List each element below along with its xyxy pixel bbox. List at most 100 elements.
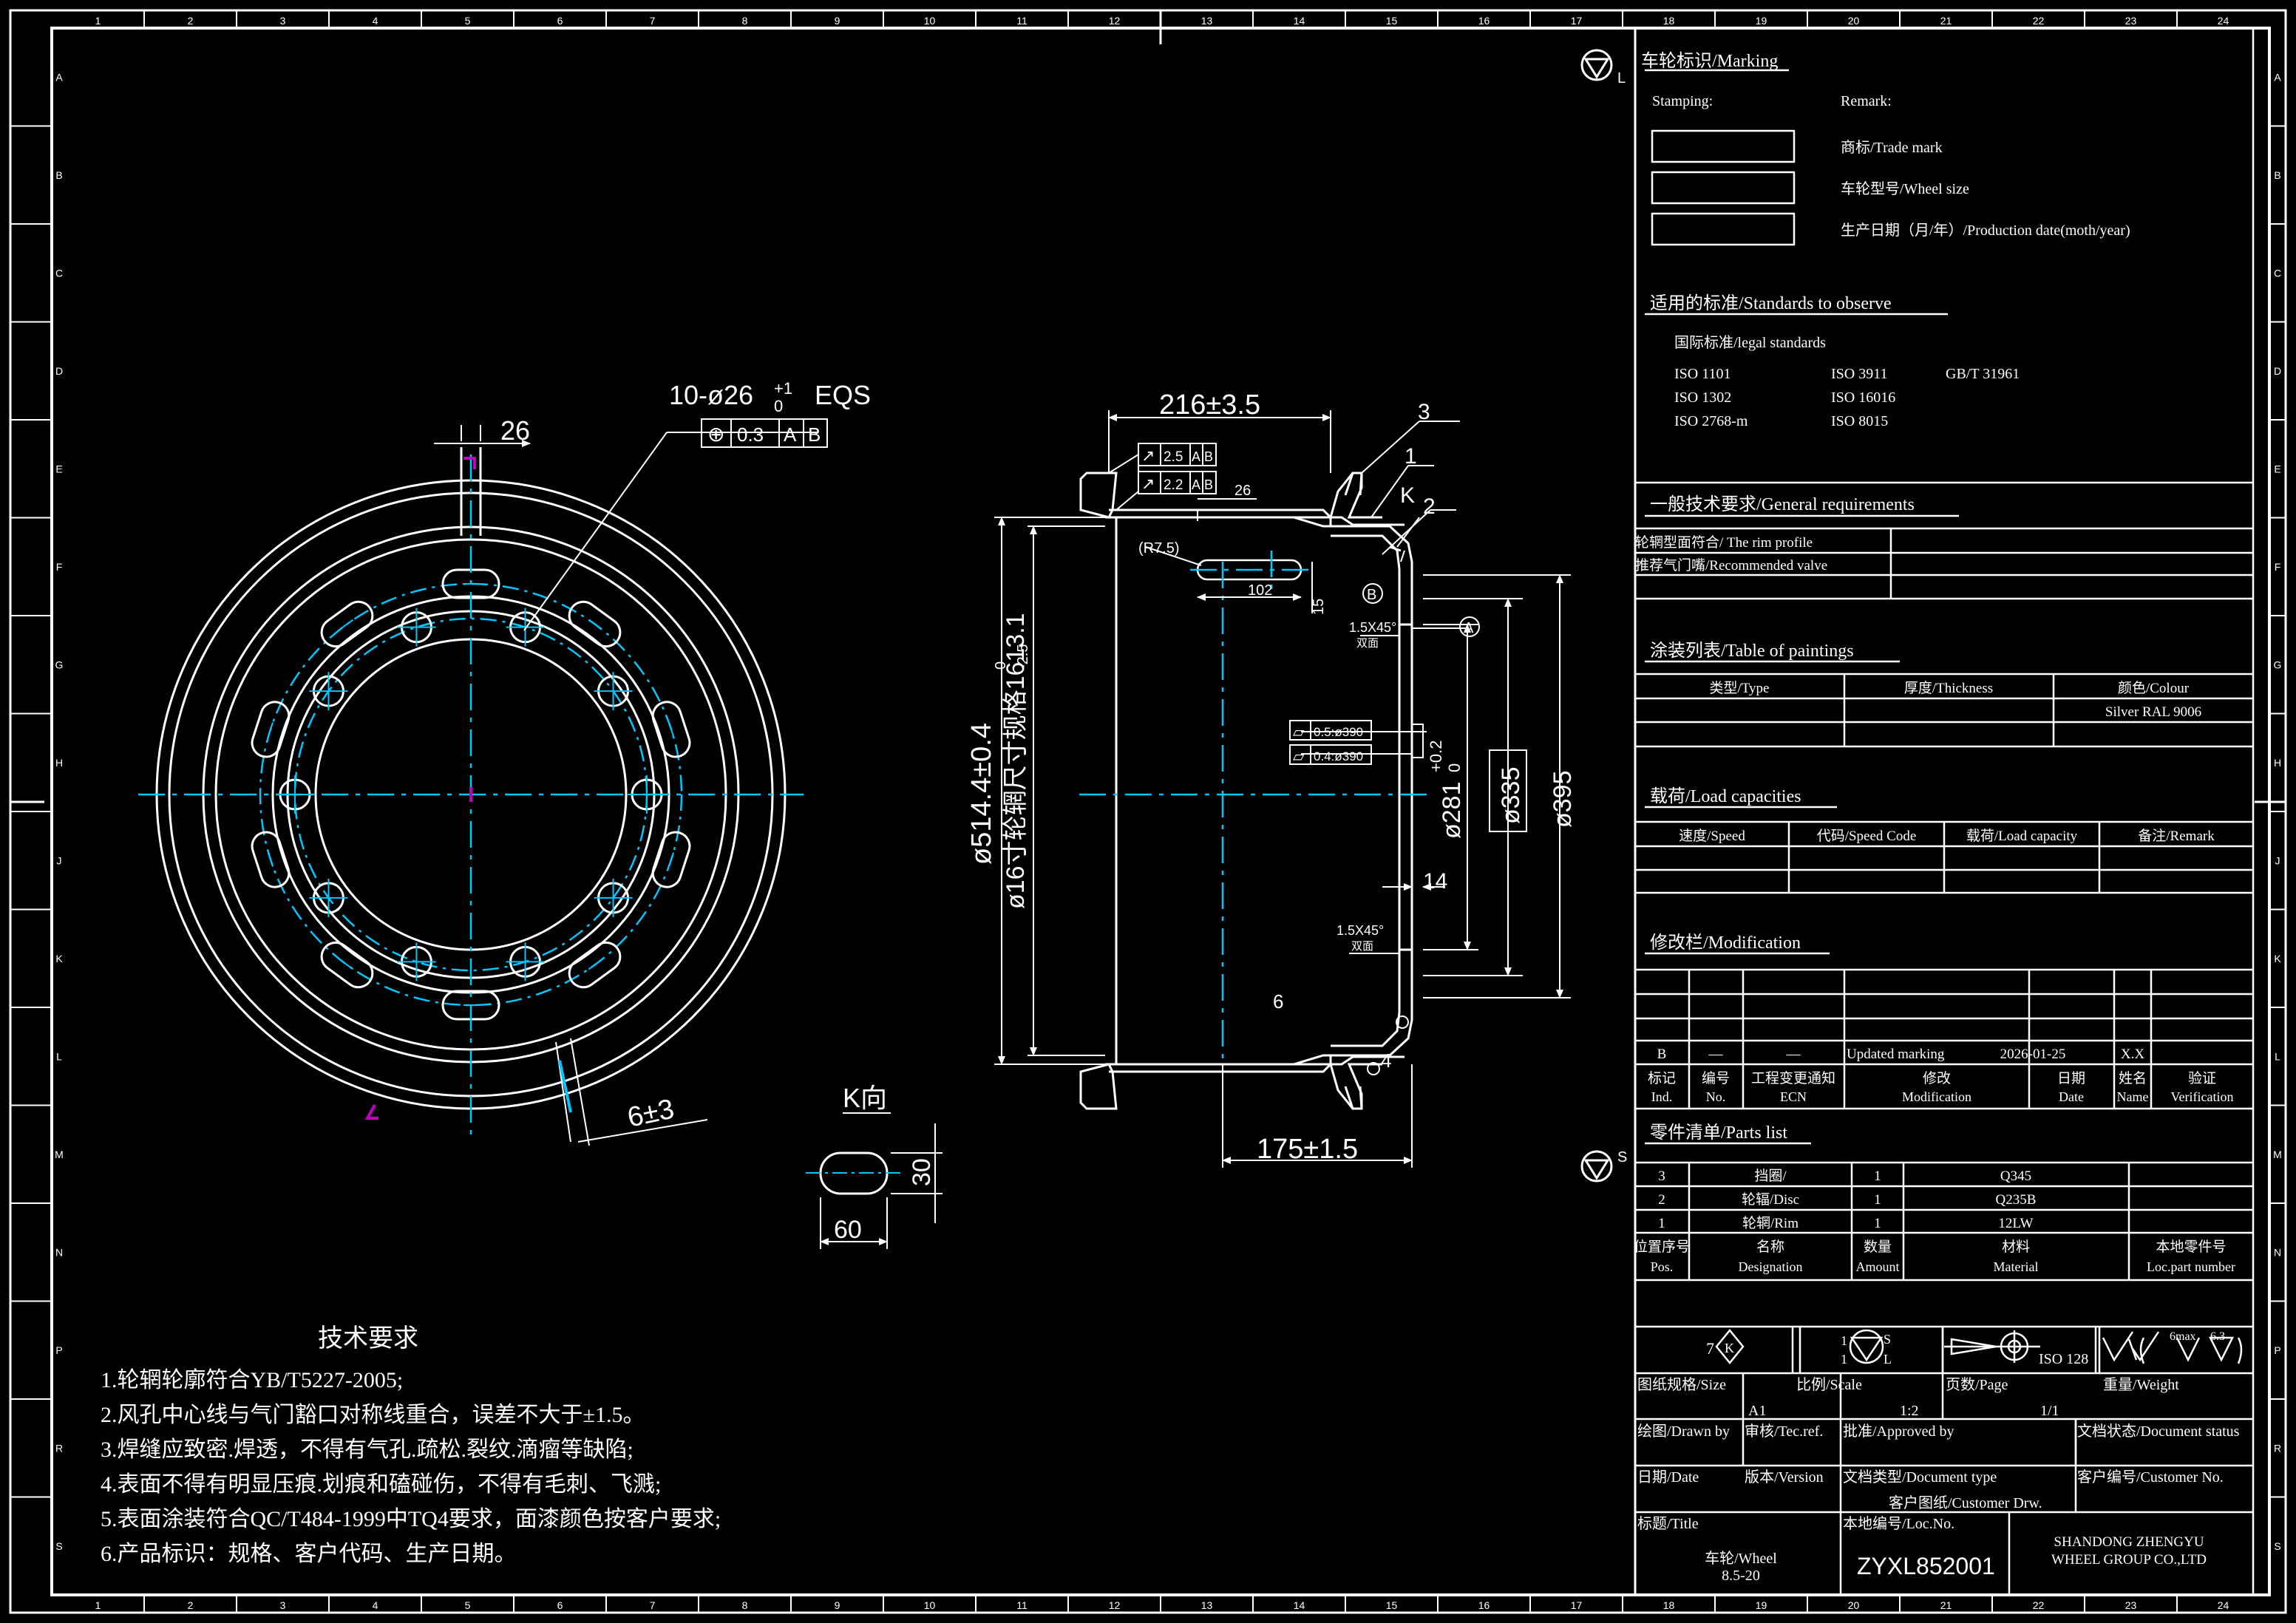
- svg-text:B: B: [1204, 477, 1213, 492]
- tech-item: 3.焊缝应致密.焊透，不得有气孔.疏松.裂纹.滴瘤等缺陷;: [101, 1437, 634, 1462]
- bolt-hole: [506, 942, 545, 981]
- zone-letter-left: H: [55, 757, 63, 769]
- parts-cell: 轮辋/Rim: [1742, 1215, 1799, 1231]
- zone-number-bottom: 21: [1940, 1599, 1952, 1611]
- doc-type-value: 客户图纸/Customer Drw.: [1889, 1494, 2042, 1511]
- mod-cell: X.X: [2121, 1047, 2144, 1062]
- scale-value: 1:2: [1900, 1403, 1919, 1419]
- zone-letter-right: D: [2274, 365, 2281, 377]
- roughness-check: [2102, 1331, 2134, 1362]
- bolt-hole: [594, 878, 633, 917]
- zone-number-top: 24: [2218, 15, 2229, 27]
- zone-number-top: 11: [1016, 15, 1028, 27]
- datum-a: A: [1464, 620, 1474, 636]
- label-2: 2: [1423, 494, 1436, 519]
- proj-s: S: [1884, 1332, 1891, 1347]
- dim-216: 216±3.5: [1159, 389, 1260, 421]
- marking-item: 生产日期（月/年）/Production date(moth/year): [1841, 222, 2130, 239]
- zone-number-top: 1: [95, 15, 101, 27]
- zone-letter-right: N: [2274, 1246, 2281, 1258]
- svg-text:0.5:ø390: 0.5:ø390: [1314, 725, 1363, 739]
- hand-hole: [320, 600, 374, 648]
- front-view: 26 10-ø26 +1 0 EQS ⊕ 0.3 A B 6±3: [138, 379, 871, 1146]
- zone-number-bottom: 8: [742, 1599, 748, 1611]
- doc-status-label: 文档状态/Document status: [2077, 1423, 2240, 1440]
- proj-l: L: [1884, 1352, 1892, 1367]
- parts-header: 数量: [1864, 1239, 1892, 1255]
- parts-cell: 1: [1874, 1216, 1881, 1231]
- frame-center-marks: [10, 10, 2286, 803]
- tech-title: 技术要求: [318, 1324, 418, 1352]
- runout-frame-2: ↗ 2.2 A B: [1115, 471, 1257, 521]
- zone-number-top: 16: [1478, 15, 1490, 27]
- tol-k: K: [1725, 1341, 1734, 1355]
- zone-number-bottom: 4: [373, 1599, 378, 1611]
- svg-text:A: A: [1192, 449, 1200, 464]
- hand-hole-circle: [259, 582, 683, 1007]
- flatness-frame-1: ▱ 0.5:ø390: [1289, 720, 1372, 741]
- k-dim-30: 30: [908, 1158, 936, 1186]
- zone-letter-right: R: [2274, 1442, 2281, 1454]
- bolt-hole: [397, 608, 436, 647]
- k-view: K向 60 30: [806, 1083, 942, 1249]
- runout-frame-1: ↗ 2.5 A B: [1108, 443, 1217, 474]
- zone-number-bottom: 17: [1571, 1599, 1583, 1611]
- parts-cell: 1: [1874, 1192, 1881, 1208]
- paint-value: Silver RAL 9006: [2105, 704, 2201, 720]
- front-dim-6: 6±3: [625, 1094, 676, 1134]
- svg-text:↗: ↗: [1141, 474, 1155, 493]
- hand-hole: [651, 831, 691, 888]
- mod-header: 工程变更通知: [1751, 1070, 1835, 1086]
- zone-letter-left: S: [55, 1540, 62, 1552]
- zone-number-bottom: 11: [1016, 1599, 1028, 1611]
- dim-335: ø335: [1497, 767, 1525, 825]
- company-name-2: WHEEL GROUP CO.,LTD: [2051, 1552, 2207, 1568]
- label-1: 1: [1405, 444, 1417, 469]
- title-label: 标题/Title: [1637, 1515, 1699, 1532]
- zone-number-bottom: 2: [188, 1599, 194, 1611]
- paint-header: 厚度/Thickness: [1904, 680, 1993, 696]
- mod-header: Name: [2117, 1089, 2149, 1104]
- size-value: A1: [1748, 1403, 1766, 1419]
- zone-number-top: 4: [373, 15, 378, 27]
- hand-hole: [320, 941, 374, 989]
- standard-item: ISO 1302: [1674, 389, 1731, 406]
- zone-letter-right: P: [2274, 1344, 2280, 1356]
- dim-14: 14: [1423, 869, 1447, 894]
- parts-cell: 轮辐/Disc: [1742, 1191, 1799, 1208]
- zone-letter-left: F: [56, 561, 63, 573]
- projection-symbol-top: L: [1580, 49, 1626, 86]
- svg-text:2.5: 2.5: [1164, 449, 1183, 465]
- loc-no-value: ZYXL852001: [1857, 1553, 1995, 1579]
- page-label: 页数/Page: [1946, 1376, 2008, 1393]
- zone-letter-left: K: [55, 953, 63, 964]
- zone-number-bottom: 18: [1663, 1599, 1675, 1611]
- zone-number-bottom: 19: [1756, 1599, 1767, 1611]
- tech-item: 6.产品标识：规格、客户代码、生产日期。: [101, 1542, 517, 1566]
- parts-cell: Q235B: [1996, 1192, 2037, 1208]
- general-row: 轮辋型面符合/ The rim profile: [1635, 534, 1813, 551]
- section-texts: 216±3.5 26 (R7.5) 102 15 3 1 K 2 B A 1.5…: [966, 389, 1577, 1165]
- zone-number-top: 20: [1848, 15, 1860, 27]
- dim-175: 175±1.5: [1257, 1134, 1358, 1165]
- zone-number-bottom: 9: [835, 1599, 840, 1611]
- mod-cell: B: [1657, 1047, 1667, 1062]
- zone-number-top: 7: [650, 15, 656, 27]
- hand-hole: [568, 600, 622, 648]
- zone-letter-left: J: [57, 854, 62, 866]
- parts-title: 零件清单/Parts list: [1650, 1123, 1787, 1143]
- mod-header: 验证: [2188, 1070, 2216, 1086]
- version-label: 版本/Version: [1745, 1469, 1824, 1486]
- tech-item: 1.轮辋轮廓符合YB/T5227-2005;: [101, 1368, 403, 1392]
- iso-label: ISO 128: [2039, 1351, 2088, 1367]
- loc-no-label: 本地编号/Loc.No.: [1843, 1515, 1954, 1532]
- bolt-tol-lower: 0: [774, 397, 783, 415]
- zone-number-top: 21: [1940, 15, 1952, 27]
- proj-num-top: 1: [1841, 1333, 1847, 1348]
- zone-letter-left: L: [56, 1050, 62, 1062]
- paint-title: 涂装列表/Table of paintings: [1650, 641, 1854, 661]
- section-dimensions: [994, 410, 1571, 1168]
- load-header: 代码/Speed Code: [1817, 828, 1917, 844]
